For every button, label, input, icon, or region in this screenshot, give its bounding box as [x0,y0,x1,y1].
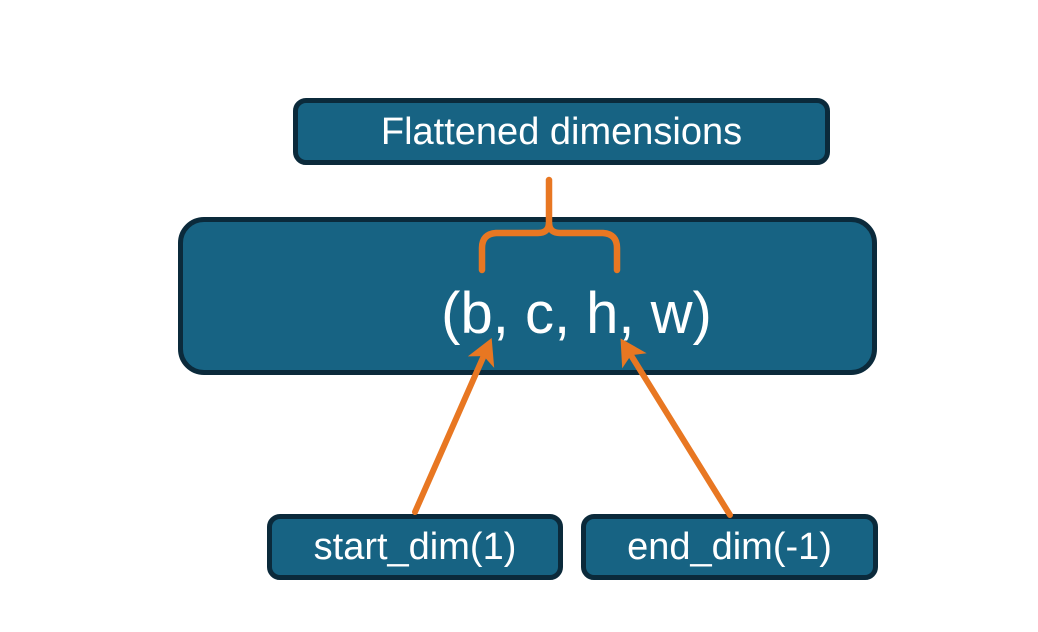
tensor-shape-label: (b, c, h, w) [441,281,712,346]
end-dim-node: end_dim(-1) [581,514,878,580]
start-dim-label: start_dim(1) [313,526,517,568]
flattened-dimensions-label: Flattened dimensions [380,110,743,153]
end-dim-label: end_dim(-1) [627,526,832,568]
tensor-shape-node: (b, c, h, w) [178,217,877,375]
start-dim-node: start_dim(1) [267,514,563,580]
flattened-dimensions-node: Flattened dimensions [293,98,830,165]
